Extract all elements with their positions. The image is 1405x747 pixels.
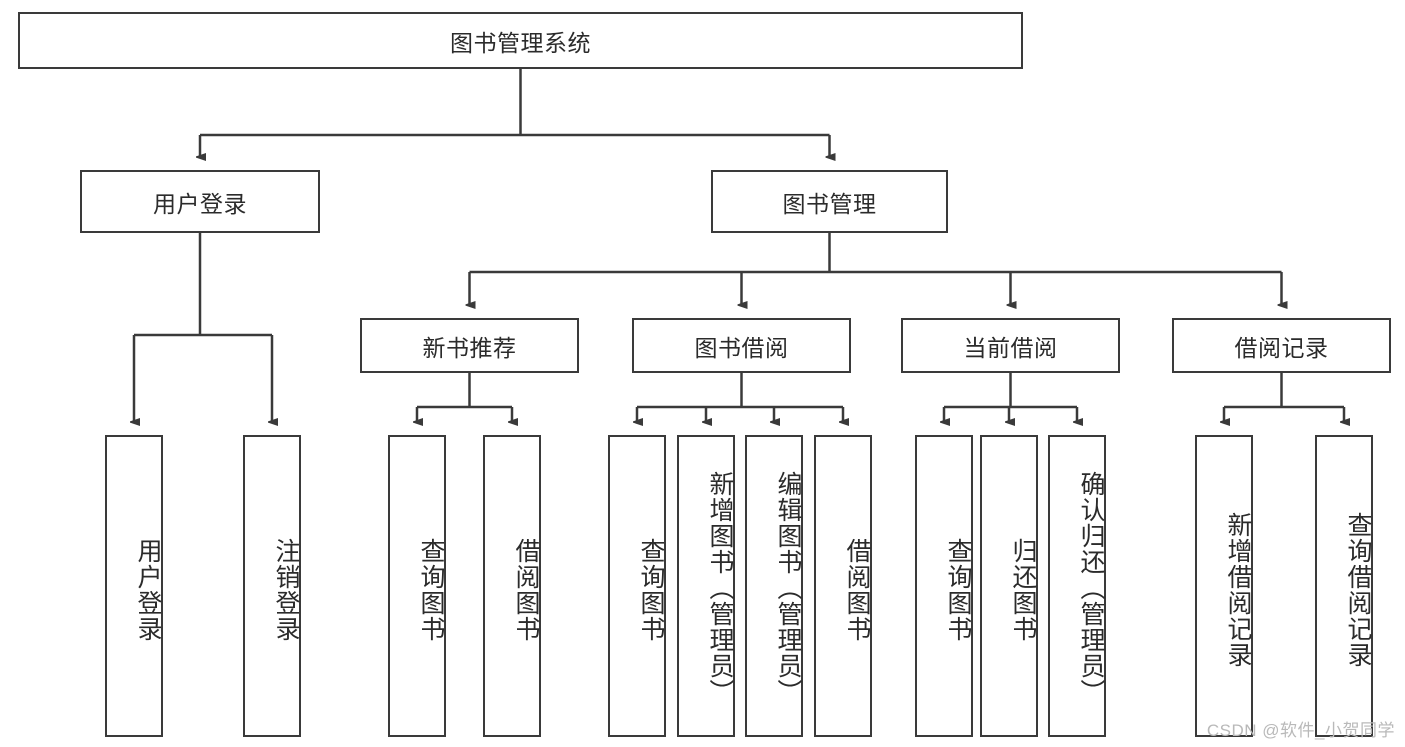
node-label: 查询图书 (417, 538, 445, 642)
node-leaf-user-login[interactable]: 用户登录 (105, 435, 163, 737)
node-leaf-bb-borrow-book[interactable]: 借阅图书 (814, 435, 872, 737)
node-label: 新书推荐 (422, 334, 517, 361)
node-label: 图书借阅 (694, 334, 789, 361)
node-label: 新增借阅记录 (1224, 512, 1252, 668)
watermark-label: CSDN @软件_小贺同学 (1206, 721, 1395, 740)
node-new-book-rec[interactable]: 新书推荐 (360, 318, 579, 373)
node-label: 借阅图书 (843, 538, 871, 642)
node-leaf-rec-query-book[interactable]: 查询图书 (388, 435, 446, 737)
node-root[interactable]: 图书管理系统 (18, 12, 1023, 69)
node-current-borrow[interactable]: 当前借阅 (901, 318, 1120, 373)
node-leaf-bb-query-book[interactable]: 查询图书 (608, 435, 666, 737)
node-label: 当前借阅 (963, 334, 1058, 361)
node-label: 编辑图书（管理员） (774, 471, 802, 705)
node-leaf-rec-borrow-book[interactable]: 借阅图书 (483, 435, 541, 737)
node-leaf-bb-edit-book[interactable]: 编辑图书（管理员） (745, 435, 803, 737)
node-user-login[interactable]: 用户登录 (80, 170, 320, 233)
node-label: 图书管理 (782, 190, 877, 217)
node-label: 新增图书（管理员） (706, 471, 734, 705)
node-label: 归还图书 (1009, 538, 1037, 642)
node-label: 查询图书 (637, 538, 665, 642)
node-leaf-user-logout[interactable]: 注销登录 (243, 435, 301, 737)
node-leaf-cb-confirm-return[interactable]: 确认归还（管理员） (1048, 435, 1106, 737)
node-label: 查询借阅记录 (1344, 512, 1372, 668)
node-leaf-cb-query-book[interactable]: 查询图书 (915, 435, 973, 737)
node-label: 借阅图书 (512, 538, 540, 642)
node-book-borrow[interactable]: 图书借阅 (632, 318, 851, 373)
node-label: 图书管理系统 (450, 29, 591, 56)
node-label: 用户登录 (153, 190, 247, 217)
node-label: 借阅记录 (1234, 334, 1329, 361)
node-book-manage[interactable]: 图书管理 (711, 170, 948, 233)
node-label: 确认归还（管理员） (1077, 471, 1105, 705)
node-leaf-br-add-record[interactable]: 新增借阅记录 (1195, 435, 1253, 737)
node-label: 注销登录 (272, 538, 300, 642)
node-leaf-bb-add-book[interactable]: 新增图书（管理员） (677, 435, 735, 737)
node-borrow-record[interactable]: 借阅记录 (1172, 318, 1391, 373)
node-leaf-cb-return-book[interactable]: 归还图书 (980, 435, 1038, 737)
node-label: 查询图书 (944, 538, 972, 642)
node-leaf-br-query-record[interactable]: 查询借阅记录 (1315, 435, 1373, 737)
node-label: 用户登录 (134, 538, 162, 642)
